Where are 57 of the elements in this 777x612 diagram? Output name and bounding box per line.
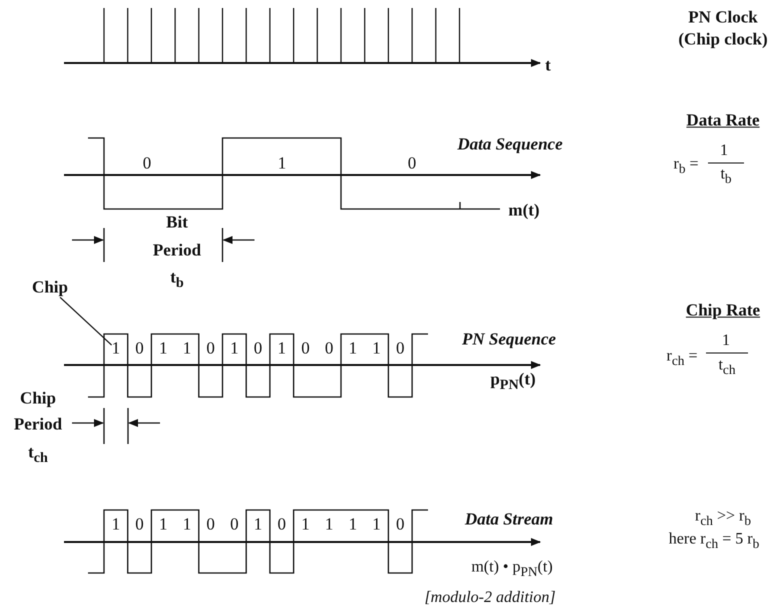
bit-value: 1 — [159, 516, 168, 534]
formula-text: r$_{ch}$ = — [666, 348, 698, 368]
bit-value: 1 — [230, 340, 239, 358]
formula-text: t$_{ch}$ — [718, 356, 736, 378]
bit-value: 0 — [206, 516, 215, 534]
bit-value: 1 — [112, 516, 120, 534]
bit-value: 1 — [112, 340, 120, 358]
bit-value: 1 — [348, 516, 358, 534]
bit-value: 1 — [301, 516, 310, 534]
bit-value: 0 — [324, 340, 334, 358]
dimension-label: Chip — [20, 390, 56, 408]
formula-text: here r$_{ch}$ = 5 r$_{b}$ — [668, 530, 760, 552]
signal-label: (Chip clock) — [678, 30, 768, 50]
bit-value: 0 — [396, 516, 404, 534]
bit-value: 1 — [372, 340, 381, 358]
bit-value: 1 — [159, 340, 168, 358]
bit-value: 0 — [408, 154, 416, 174]
signal-label: Data Stream — [464, 510, 554, 530]
bit-value: 1 — [182, 340, 192, 358]
axis-label: t — [545, 56, 551, 76]
bit-value: 1 — [254, 516, 262, 534]
bit-value: 1 — [348, 340, 358, 358]
bit-value: 1 — [372, 516, 381, 534]
section-heading: Chip Rate — [686, 302, 760, 320]
bit-value: 0 — [142, 154, 152, 174]
dimension-label: Bit — [166, 214, 188, 232]
bit-value: 1 — [324, 516, 334, 534]
dimension-label: Period — [152, 242, 202, 260]
bit-value: 0 — [206, 340, 215, 358]
signal-label: Data Sequence — [457, 136, 563, 154]
bit-value: 0 — [254, 340, 262, 358]
signal-label: PN Clock — [688, 8, 758, 28]
bit-value: 1 — [278, 340, 286, 358]
bit-value: 0 — [301, 340, 310, 358]
bit-value: 1 — [182, 516, 192, 534]
formula-text: t$_{b}$ — [720, 166, 732, 186]
bit-value: 0 — [230, 516, 239, 534]
formula-text: 1 — [722, 332, 730, 350]
bit-value: 0 — [135, 340, 144, 358]
formula-text: 1 — [720, 142, 728, 160]
bit-value: 1 — [278, 154, 286, 174]
signal-label: m(t) — [508, 202, 540, 220]
section-heading: Data Rate — [686, 112, 760, 130]
signal-label: PN Sequence — [462, 330, 556, 350]
signal-label: p$_{PN}$(t) — [490, 370, 536, 394]
dimension-label: Period — [14, 416, 62, 434]
signal-label: m(t) • p$_{PN}$(t) — [471, 558, 553, 580]
callout-label: Chip — [32, 278, 68, 298]
formula-text: r$_{ch}$ >> r$_{b}$ — [695, 508, 751, 528]
bit-value: 0 — [396, 340, 404, 358]
formula-text: r$_{b}$ = — [673, 156, 699, 176]
dimension-label: t$_{ch}$ — [28, 444, 48, 466]
dimension-label: t$_{b}$ — [170, 268, 184, 292]
note-text: [modulo-2 addition] — [424, 589, 556, 607]
bit-value: 0 — [135, 516, 144, 534]
leader-line — [60, 296, 112, 346]
bit-value: 0 — [278, 516, 286, 534]
